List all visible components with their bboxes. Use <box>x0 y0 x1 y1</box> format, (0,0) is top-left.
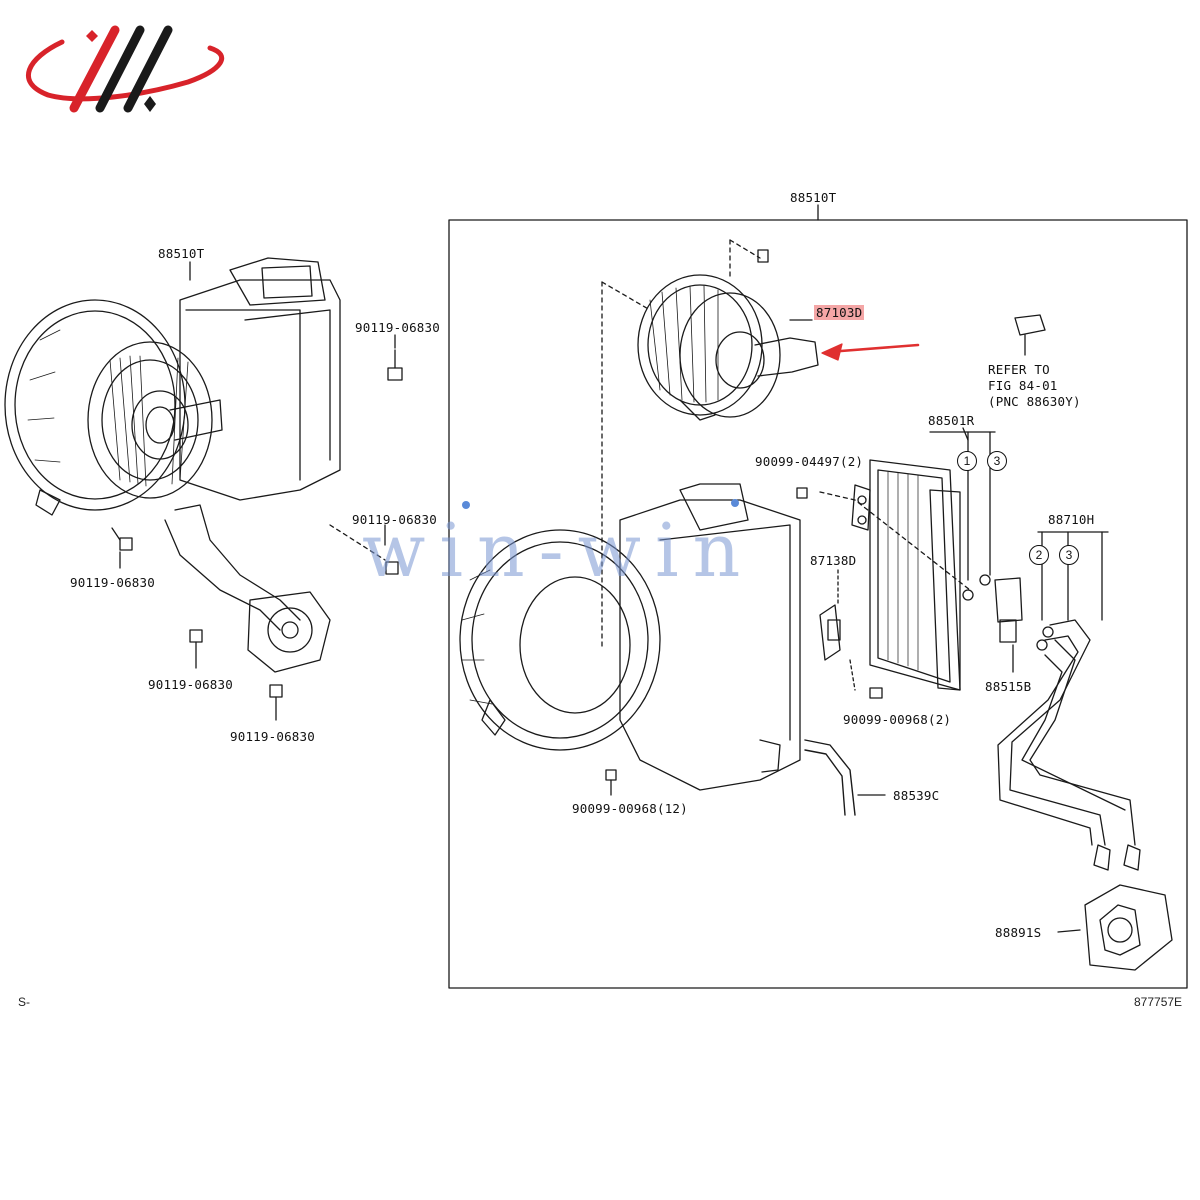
left-bolt-label: 90119-06830 <box>352 512 437 527</box>
footer-left-code: S- <box>18 995 30 1009</box>
refer-note-line: (PNC 88630Y) <box>988 394 1081 409</box>
plate-label: 88891S <box>995 925 1042 940</box>
refer-note-line: REFER TO <box>988 362 1050 377</box>
pipe-tube <box>997 619 1136 846</box>
left-blower-assembly <box>4 257 403 721</box>
left-bolt-label: 90119-06830 <box>70 575 155 590</box>
bolt-label: 90099-00968(12) <box>572 801 688 816</box>
resistor-label: 87138D <box>810 553 857 568</box>
left-assembly-title: 88510T <box>158 246 205 261</box>
valve-label: 88515B <box>985 679 1032 694</box>
left-bolt-label: 90119-06830 <box>148 677 233 692</box>
figure-code: 877757E <box>1134 995 1183 1009</box>
frame-label: 88510T <box>790 190 837 205</box>
left-bolt-label: 90119-06830 <box>355 320 440 335</box>
pointer-arrow <box>826 343 920 354</box>
callout-circle: 1 <box>957 451 977 471</box>
refer-note-line: FIG 84-01 <box>988 378 1058 393</box>
hose-label: 88539C <box>893 788 940 803</box>
brand-logo <box>26 25 225 113</box>
arrow-head-icon <box>821 343 843 361</box>
watermark-text: win-win <box>362 508 755 594</box>
bolt-label: 90099-00968(2) <box>843 712 952 727</box>
left-bolt-label: 90119-06830 <box>230 729 315 744</box>
bolt-label: 90099-04497(2) <box>755 454 864 469</box>
right-blower-assembly <box>459 239 1173 971</box>
evaporator-core <box>851 459 961 691</box>
callout-circle: 3 <box>1059 545 1079 565</box>
highlighted-part-label: 87103D <box>814 305 865 320</box>
callout-circle: 3 <box>987 451 1007 471</box>
assembly-frame <box>448 219 1188 989</box>
evaporator-label: 88501R <box>928 413 975 428</box>
bolt-icon <box>111 349 403 721</box>
tube-label: 88710H <box>1048 512 1095 527</box>
blower-motor <box>637 274 819 421</box>
callout-circle: 2 <box>1029 545 1049 565</box>
